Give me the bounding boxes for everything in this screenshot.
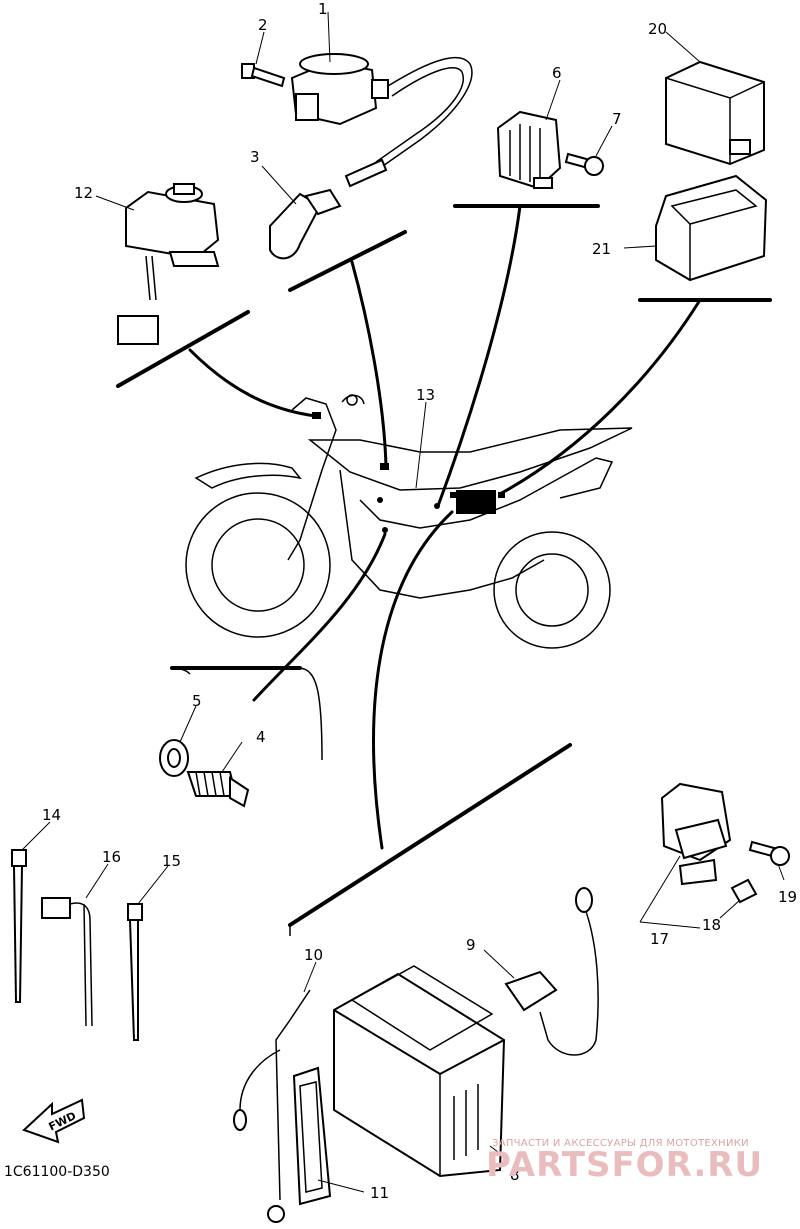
callout-5: 5 <box>192 692 202 710</box>
relay-unit <box>117 183 220 345</box>
callout-18: 18 <box>702 916 721 934</box>
battery-location-marker <box>456 490 496 514</box>
rectifier-regulator <box>496 110 562 190</box>
ignition-coil <box>290 53 473 188</box>
neutral-switch <box>186 771 250 808</box>
callout-10: 10 <box>304 946 323 964</box>
cable-tie-14 <box>11 849 27 1003</box>
callout-3: 3 <box>250 148 260 166</box>
battery-lead-10 <box>233 989 311 1223</box>
battery-band <box>292 1066 332 1206</box>
washer <box>159 739 189 777</box>
spark-plug-cap <box>269 188 342 260</box>
battery <box>333 965 506 1178</box>
callout-8: 8 <box>510 1166 520 1184</box>
callout-numbers: 1 2 3 4 5 6 7 8 9 10 11 12 13 14 15 16 1… <box>42 0 797 1202</box>
callout-19: 19 <box>778 888 797 906</box>
watermark-caption: ЗАПЧАСТИ И АКСЕССУАРЫ ДЛЯ МОТОТЕХНИКИ <box>492 1138 749 1149</box>
bolt-part-7 <box>564 152 604 176</box>
callout-15: 15 <box>162 852 181 870</box>
callout-20: 20 <box>648 20 667 38</box>
callout-21: 21 <box>592 240 611 258</box>
connector-curves <box>188 204 702 850</box>
cdi-unit <box>665 60 765 166</box>
diagram-code: 1C61100-D350 <box>4 1164 110 1180</box>
starter-relay <box>660 782 732 886</box>
callout-17: 17 <box>650 930 669 948</box>
callout-14: 14 <box>42 806 61 824</box>
callout-6: 6 <box>552 64 562 82</box>
fuse <box>730 878 758 904</box>
callout-13: 13 <box>416 386 435 404</box>
callout-4: 4 <box>256 728 266 746</box>
callout-7: 7 <box>612 110 622 128</box>
forward-direction-arrow: FWD <box>22 1098 86 1144</box>
group-brackets <box>116 204 772 936</box>
leader-lines <box>21 11 785 1193</box>
callout-2: 2 <box>258 16 268 34</box>
callout-9: 9 <box>466 936 476 954</box>
cdi-cover <box>655 174 768 282</box>
wire-lead-16 <box>41 897 93 1027</box>
callout-12: 12 <box>74 184 93 202</box>
cable-tie-15 <box>127 903 143 1041</box>
callout-1: 1 <box>318 0 328 18</box>
battery-lead-9 <box>504 887 599 1056</box>
watermark-brand: PARTSFOR.RU <box>486 1145 763 1185</box>
watermark: ЗАПЧАСТИ И АКСЕССУАРЫ ДЛЯ МОТОТЕХНИКИ PA… <box>486 1138 763 1185</box>
bolt-part-19 <box>748 840 790 866</box>
bolt-part-2 <box>241 63 286 88</box>
motorcycle-outline <box>185 394 633 649</box>
callout-11: 11 <box>370 1184 389 1202</box>
callout-16: 16 <box>102 848 121 866</box>
